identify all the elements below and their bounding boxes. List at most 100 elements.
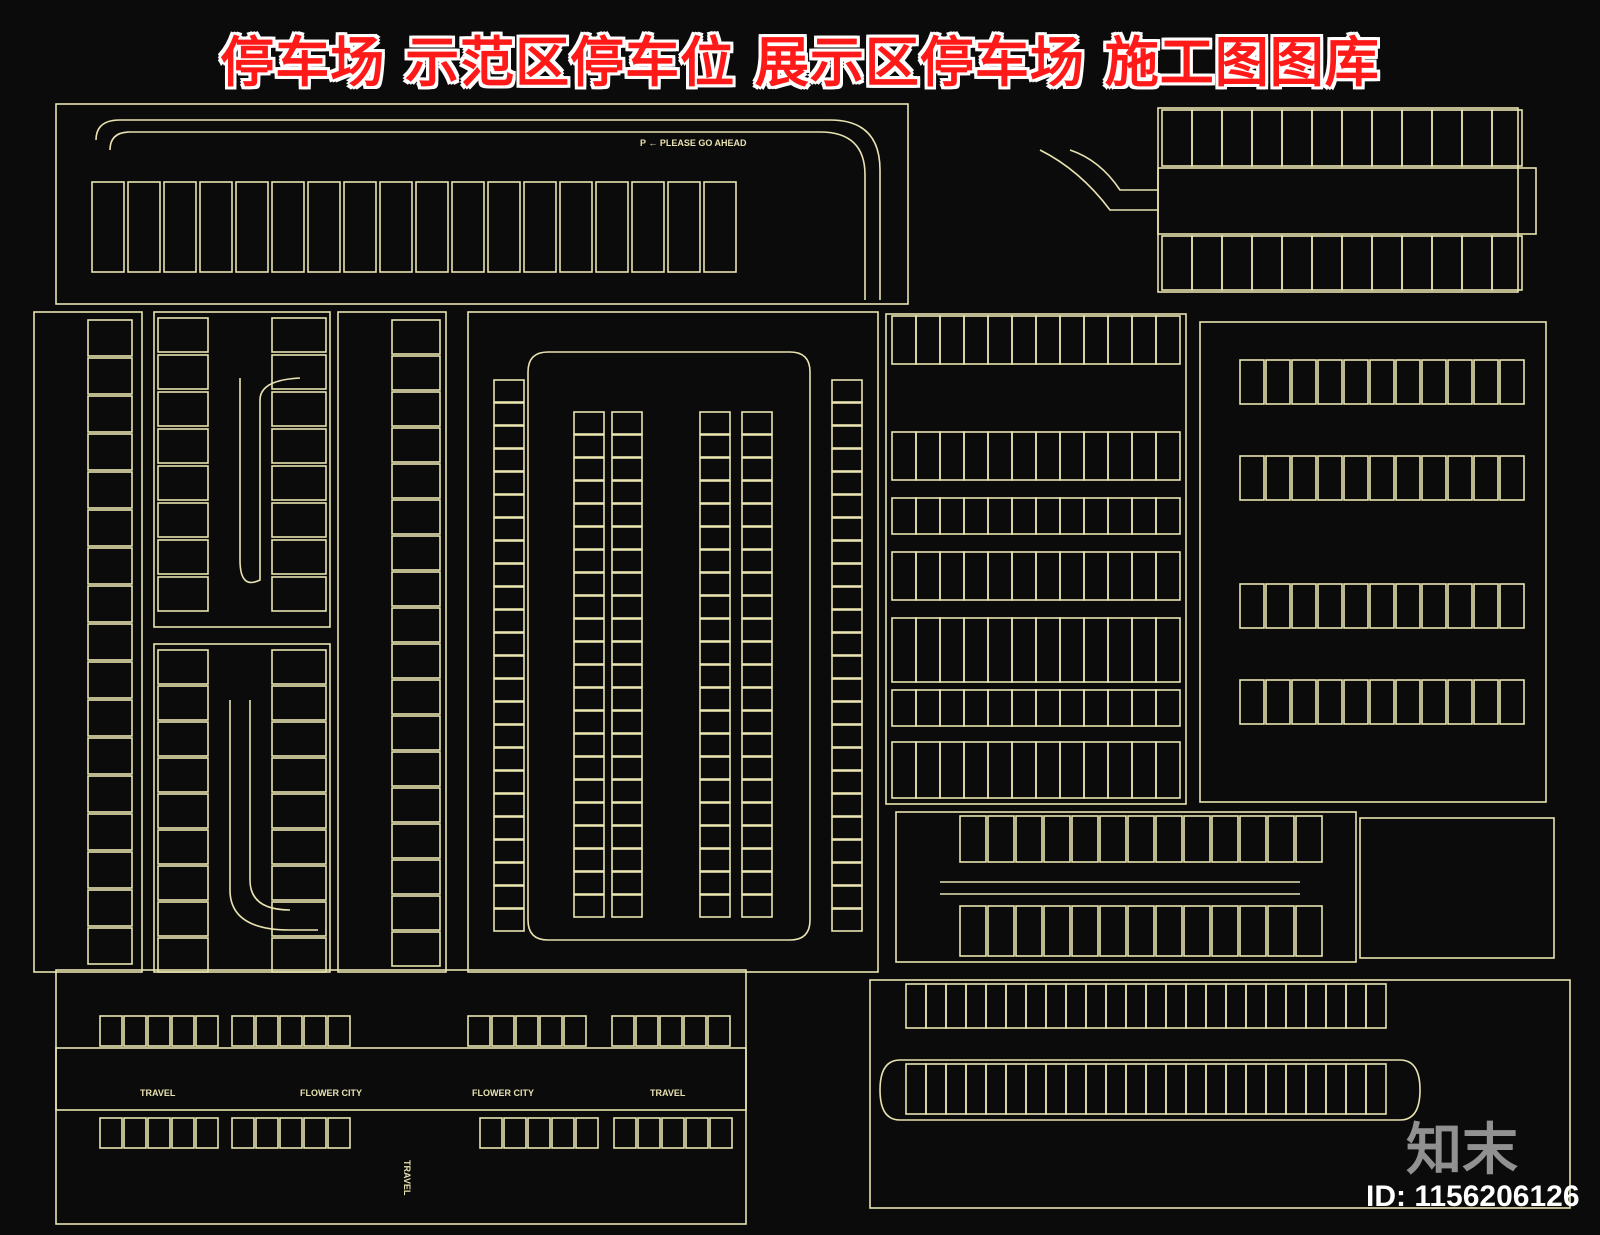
parking-stall [1317, 583, 1343, 629]
parking-stall [157, 428, 209, 464]
parking-stall [1395, 583, 1421, 629]
parking-stall [1491, 109, 1523, 167]
parking-stall [271, 865, 327, 901]
parking-stall [613, 1117, 637, 1149]
parking-stall [915, 551, 941, 601]
parking-stall [1015, 905, 1043, 957]
parking-stall [959, 815, 987, 863]
parking-stall [1365, 1063, 1387, 1115]
parking-stall [1083, 551, 1109, 601]
parking-stall [611, 687, 643, 711]
parking-stall [1239, 905, 1267, 957]
parking-stall [741, 687, 773, 711]
parking-stall [87, 699, 133, 737]
parking-stall [157, 901, 209, 937]
parking-stall [683, 1015, 707, 1047]
parking-stall [1155, 551, 1181, 601]
parking-stall [611, 641, 643, 665]
parking-stall [1211, 815, 1239, 863]
parking-stall [573, 756, 605, 780]
parking-stall [87, 433, 133, 471]
parking-stall [255, 1015, 279, 1047]
parking-stall [1155, 815, 1183, 863]
parking-stall [271, 317, 327, 353]
parking-stall [611, 894, 643, 918]
parking-stall [611, 572, 643, 596]
parking-stall [1035, 617, 1061, 683]
parking-stall [1059, 617, 1085, 683]
parking-stall [963, 689, 989, 727]
parking-stall [891, 431, 917, 481]
top-right-stalls [1161, 109, 1523, 291]
parking-stall [493, 586, 525, 610]
parking-stall [1107, 315, 1133, 365]
parking-stall [1317, 359, 1343, 405]
parking-stall [493, 701, 525, 725]
parking-stall [1131, 497, 1157, 535]
parking-stall [1265, 679, 1291, 725]
parking-stall [1105, 1063, 1127, 1115]
parking-stall [1395, 359, 1421, 405]
parking-stall [1035, 431, 1061, 481]
parking-stall [1185, 1063, 1207, 1115]
parking-stall [1035, 497, 1061, 535]
parking-stall [1011, 315, 1037, 365]
parking-stall [1183, 815, 1211, 863]
parking-stall [1011, 431, 1037, 481]
parking-stall [1265, 455, 1291, 501]
parking-stall [831, 908, 863, 932]
parking-stall [87, 357, 133, 395]
parking-stall [1025, 983, 1047, 1029]
parking-stall [1401, 235, 1433, 291]
parking-stall [493, 609, 525, 633]
parking-stall [271, 354, 327, 390]
parking-stall [611, 526, 643, 550]
parking-stall [87, 547, 133, 585]
parking-stall [1145, 983, 1167, 1029]
parking-stall [1161, 109, 1193, 167]
watermark-logo: 知末 [1406, 1118, 1518, 1183]
parking-stall [271, 757, 327, 793]
travel-label-left: TRAVEL [140, 1088, 176, 1098]
parking-stall [1155, 617, 1181, 683]
parking-stall [741, 710, 773, 734]
parking-stall [965, 1063, 987, 1115]
parking-stall [1395, 455, 1421, 501]
parking-stall [611, 480, 643, 504]
parking-stall [1015, 815, 1043, 863]
parking-stall [699, 733, 731, 757]
parking-stall [1205, 983, 1227, 1029]
parking-stall [939, 689, 965, 727]
parking-stall [493, 632, 525, 656]
parking-stall [1499, 359, 1525, 405]
parking-stall [831, 724, 863, 748]
parking-stall [611, 618, 643, 642]
parking-stall [1107, 689, 1133, 727]
parking-stall [1369, 583, 1395, 629]
parking-stall [157, 354, 209, 390]
parking-stall [741, 480, 773, 504]
parking-stall [1291, 359, 1317, 405]
parking-stall [157, 685, 209, 721]
bottom-middle-stalls [959, 815, 1323, 957]
parking-stall [741, 848, 773, 872]
parking-stall [99, 1117, 123, 1149]
parking-stall [611, 549, 643, 573]
parking-stall [1421, 455, 1447, 501]
parking-stall [467, 1015, 491, 1047]
parking-stall [1499, 583, 1525, 629]
parking-stall [1165, 983, 1187, 1029]
center-large-lot [467, 311, 879, 973]
parking-stall [271, 465, 327, 501]
parking-stall [563, 1015, 587, 1047]
parking-stall [699, 526, 731, 550]
parking-stall [573, 664, 605, 688]
parking-stall [831, 609, 863, 633]
parking-stall [573, 894, 605, 918]
parking-stall [573, 457, 605, 481]
right-stalls [891, 315, 1525, 799]
parking-stall [573, 825, 605, 849]
parking-stall [611, 733, 643, 757]
parking-stall [985, 1063, 1007, 1115]
parking-stall [1065, 1063, 1087, 1115]
